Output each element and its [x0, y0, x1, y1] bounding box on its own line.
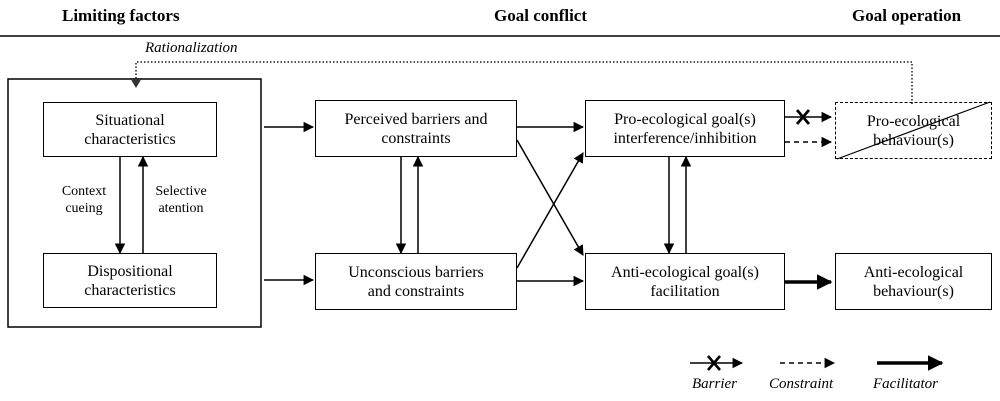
arrow-unconscious-to-pro-goal: [516, 152, 584, 269]
situational-characteristics-text: Situational characteristics: [84, 111, 176, 148]
legend-constraint-label: Constraint: [769, 376, 834, 392]
anti-ecological-behaviour-text: Anti-ecological behaviour(s): [863, 263, 964, 300]
pro-ecological-behaviour-text: Pro-ecological behaviour(s): [866, 112, 961, 149]
rationalization-arrowhead: [130, 78, 142, 88]
perceived-barriers-text: Perceived barriers and constraints: [344, 110, 488, 147]
legend-barrier-x-icon: [707, 355, 721, 371]
header-goal-conflict: Goal conflict: [494, 6, 588, 25]
pro-ecological-behaviour-box: Pro-ecological behaviour(s): [835, 102, 992, 159]
barrier-x-icon: [795, 109, 811, 125]
anti-ecological-behaviour-box: Anti-ecological behaviour(s): [835, 253, 992, 310]
selective-attention-label: Selective atention: [155, 184, 207, 216]
legend-barrier-label: Barrier: [692, 376, 737, 392]
unconscious-barriers-text: Unconscious barriers and constraints: [348, 263, 484, 300]
rationalization-loop: [135, 61, 913, 104]
unconscious-barriers-box: Unconscious barriers and constraints: [315, 253, 517, 310]
header-limiting-factors: Limiting factors: [62, 6, 180, 25]
pro-ecological-goal-box: Pro-ecological goal(s) interference/inhi…: [585, 100, 785, 157]
pro-behaviour-strike: [836, 101, 991, 160]
legend-facilitator-label: Facilitator: [873, 376, 938, 392]
anti-ecological-goal-text: Anti-ecological goal(s) facilitation: [611, 263, 759, 300]
context-cueing-label: Context cueing: [61, 184, 107, 216]
rationalization-label: Rationalization: [145, 40, 238, 56]
pro-ecological-goal-text: Pro-ecological goal(s) interference/inhi…: [613, 110, 757, 147]
dispositional-characteristics-text: Dispositional characteristics: [84, 262, 176, 299]
dispositional-characteristics-box: Dispositional characteristics: [43, 253, 217, 308]
arrow-perceived-to-anti-goal: [516, 139, 584, 256]
header-goal-operation: Goal operation: [852, 6, 962, 25]
anti-ecological-goal-box: Anti-ecological goal(s) facilitation: [585, 253, 785, 310]
perceived-barriers-box: Perceived barriers and constraints: [315, 100, 517, 157]
situational-characteristics-box: Situational characteristics: [43, 102, 217, 157]
